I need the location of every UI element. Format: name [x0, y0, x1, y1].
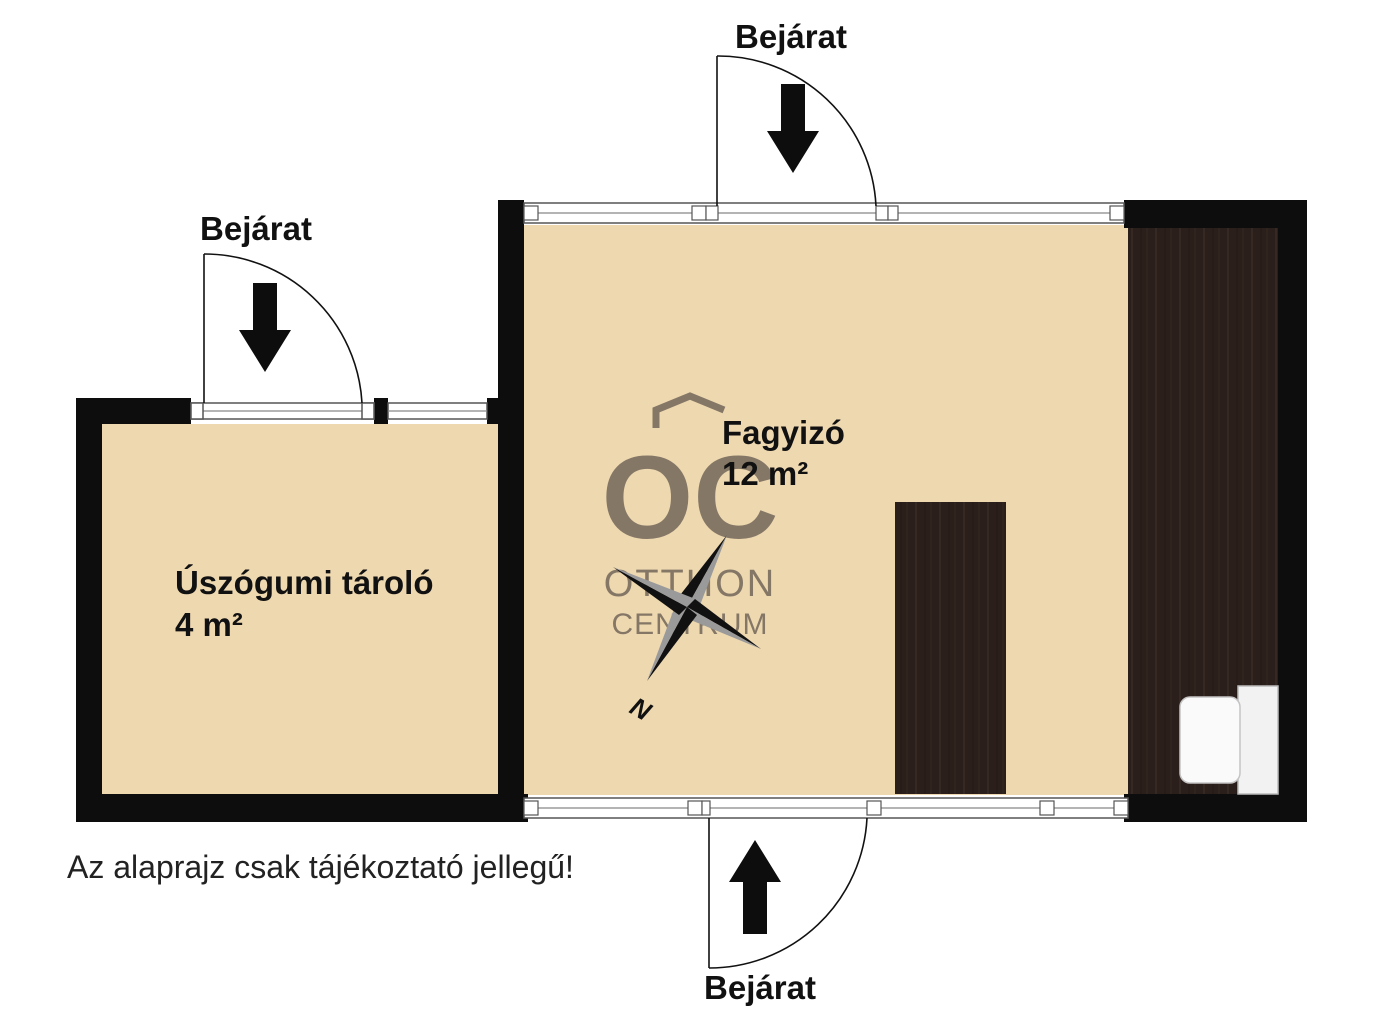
shop-walls [498, 200, 1307, 822]
door-swing-shop-top [716, 55, 877, 207]
storage-walls [76, 398, 528, 822]
entrance-arrow-up-icon [729, 840, 781, 934]
compass-rose-icon [613, 535, 761, 681]
entrance-label-storage: Bejárat [200, 210, 312, 247]
entrance-label-shop-top: Bejárat [735, 18, 847, 55]
storage-floor [100, 424, 500, 794]
counter-center [895, 502, 1006, 794]
watermark-monogram: OC [602, 432, 779, 564]
shop-bottom-window [523, 797, 1129, 819]
entrance-arrow-down-icon [767, 84, 819, 173]
room-name-shop: Fagyizó [722, 414, 845, 451]
shop-floor [522, 225, 1129, 795]
entrance-label-shop-bottom: Bejárat [704, 969, 816, 1006]
door-swing-storage [203, 253, 363, 404]
door-swing-shop-bottom [708, 817, 868, 969]
shop-top-window [523, 202, 1125, 224]
room-area-storage: 4 m² [175, 606, 243, 643]
room-name-storage: Úszógumi tároló [175, 564, 434, 601]
storage-window [190, 402, 488, 420]
disclaimer-note: Az alaprajz csak tájékoztató jellegű! [67, 849, 574, 885]
sink-icon [1179, 685, 1279, 795]
room-area-shop: 12 m² [722, 455, 808, 492]
entrance-arrow-down-icon [239, 283, 291, 372]
